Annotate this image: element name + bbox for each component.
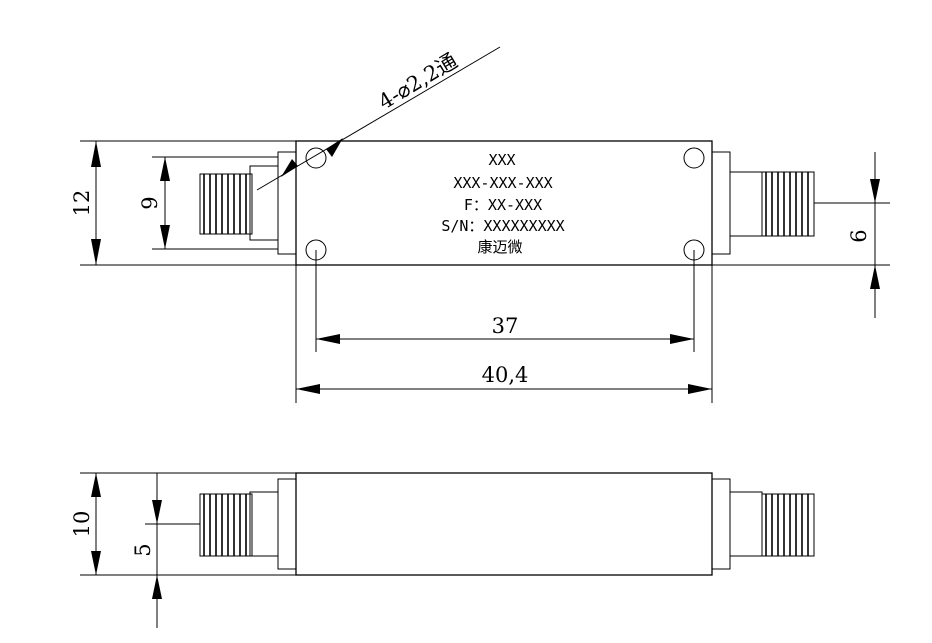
- dim-thickness-total-text: 10: [70, 511, 94, 538]
- mount-hole-top-right: [683, 147, 705, 169]
- side-left-connector-body: [249, 491, 279, 557]
- dim-hole-spacing-text: 37: [492, 314, 519, 338]
- dim-height-total: 12: [70, 140, 296, 266]
- dim-height-connector: 9: [138, 156, 278, 250]
- side-right-connector-body: [729, 491, 763, 557]
- right-thread: [761, 171, 815, 237]
- dim-offset-right-text: 6: [847, 229, 871, 242]
- dim-thickness-center: 5: [131, 473, 200, 628]
- label-line-4: S/N：XXXXXXXXX: [441, 217, 564, 235]
- dim-height-total-text: 12: [70, 190, 94, 217]
- dim-length-total: 40,4: [295, 265, 713, 403]
- dim-thickness-center-text: 5: [131, 543, 155, 556]
- right-flange: [711, 151, 731, 255]
- side-right-flange: [711, 478, 731, 570]
- dim-hole-spacing: 37: [315, 250, 695, 352]
- side-left-flange: [277, 478, 297, 570]
- dim-thickness-total: 10: [70, 472, 296, 576]
- label-brand: 康迈微: [477, 238, 522, 256]
- side-left-thread: [199, 493, 253, 557]
- dim-offset-right: 6: [712, 152, 890, 318]
- top-view: XXX XXX-XXX-XXX F：XX-XXX S/N：XXXXXXXXX 康…: [199, 140, 815, 266]
- left-connector-body: [249, 165, 279, 241]
- label-line-1: XXX: [488, 151, 515, 169]
- hole-callout-text: 4-⌀2,2通: [374, 49, 461, 115]
- label-line-3: F：XX-XXX: [464, 196, 542, 214]
- side-view: [199, 472, 815, 576]
- side-right-thread: [761, 493, 815, 557]
- side-body: [295, 472, 713, 576]
- dim-height-connector-text: 9: [138, 196, 162, 209]
- mount-hole-top-left: [305, 147, 327, 169]
- hole-callout: 4-⌀2,2通: [256, 46, 501, 191]
- label-line-2: XXX-XXX-XXX: [453, 174, 552, 192]
- left-thread: [199, 173, 253, 235]
- dim-length-total-text: 40,4: [482, 363, 529, 387]
- right-connector-body: [729, 171, 763, 237]
